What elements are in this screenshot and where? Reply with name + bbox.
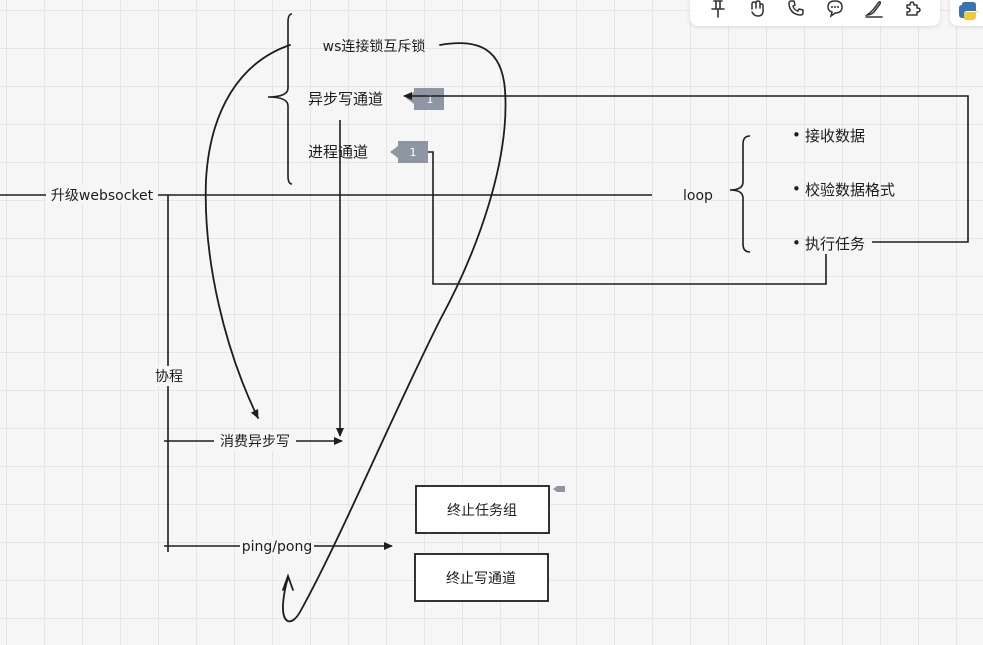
phone-tool-icon[interactable] — [783, 0, 809, 19]
ping-pong-label: ping/pong — [242, 539, 312, 555]
mutex-lock-label: ws连接锁互斥锁 — [323, 38, 426, 55]
freehand-loop-stroke[interactable] — [282, 42, 507, 623]
upgrade-websocket-label: 升级websocket — [51, 188, 154, 204]
coroutine-label: 协程 — [155, 369, 183, 385]
pen-tool-icon[interactable] — [861, 0, 887, 19]
extension-slot[interactable] — [950, 0, 983, 26]
bullet-icon: • — [792, 126, 801, 144]
loop-brace — [729, 135, 751, 253]
python-logo-icon — [959, 2, 979, 20]
freehand-arrowhead — [282, 573, 294, 591]
badge-count: 1 — [410, 146, 417, 159]
pin-tool-icon[interactable] — [705, 0, 731, 19]
floating-toolbar — [690, 0, 940, 26]
badge-count: 1 — [427, 93, 434, 106]
freehand-arrow-stroke[interactable] — [204, 44, 291, 419]
puzzle-tool-icon[interactable] — [900, 0, 926, 19]
process-channel-label: 进程通道 — [308, 143, 368, 161]
stop-task-badge[interactable] — [553, 486, 565, 492]
stop-task-group-label: 终止任务组 — [447, 503, 517, 519]
stop-task-group-box[interactable]: 终止任务组 — [415, 485, 550, 534]
validate-format-label: 校验数据格式 — [805, 181, 895, 199]
loop-label: loop — [683, 188, 713, 204]
consume-async-write-label: 消费异步写 — [220, 434, 290, 450]
stop-write-channel-box[interactable]: 终止写通道 — [414, 553, 549, 602]
bullet-icon: • — [792, 234, 801, 252]
hand-tool-icon[interactable] — [744, 0, 770, 19]
channels-brace — [267, 13, 293, 185]
execute-to-process-connector[interactable] — [428, 151, 827, 285]
execute-task-label: 执行任务 — [805, 235, 865, 253]
comment-tool-icon[interactable] — [822, 0, 848, 19]
receive-data-label: 接收数据 — [805, 127, 865, 145]
async-write-channel-label: 异步写通道 — [308, 90, 383, 108]
comment-badge-process[interactable]: 1 — [390, 141, 428, 163]
stop-write-channel-label: 终止写通道 — [446, 571, 516, 587]
execute-to-write-connector[interactable] — [403, 92, 969, 243]
bullet-icon: • — [792, 180, 801, 198]
comment-badge-write[interactable]: 1 — [406, 88, 444, 110]
